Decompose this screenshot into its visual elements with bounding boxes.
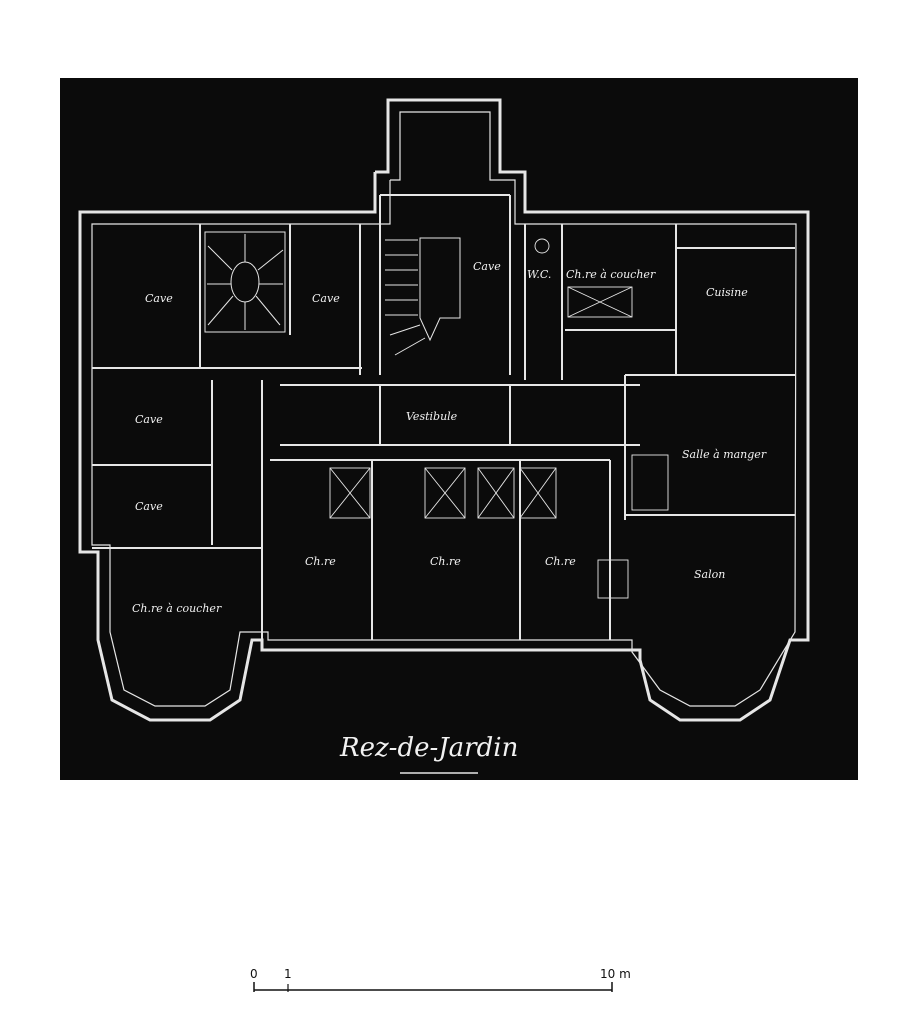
scale-label-10: 10 m — [600, 967, 631, 981]
partitions — [92, 194, 795, 640]
room-label-cuisine: Cuisine — [706, 286, 748, 299]
room-label-salon: Salon — [694, 568, 725, 581]
room-label-cave: Cave — [473, 260, 501, 273]
scale-bar: 0 1 10 m — [250, 967, 631, 992]
plan-background — [60, 78, 858, 780]
room-label-chambre: Ch.re — [305, 555, 336, 568]
spiral-staircase — [204, 231, 286, 333]
room-label-chambre: Ch.re — [430, 555, 461, 568]
room-label-cave: Cave — [135, 500, 163, 513]
room-label-chambre-a-coucher: Ch.re à coucher — [566, 268, 656, 281]
room-label-cave: Cave — [145, 292, 173, 305]
crossed-boxes — [329, 238, 669, 599]
scale-label-0: 0 — [250, 967, 258, 981]
room-label-chambre: Ch.re — [545, 555, 576, 568]
inner-outline — [91, 111, 797, 707]
outer-walls — [78, 98, 810, 722]
room-label-vestibule: Vestibule — [406, 410, 458, 423]
room-label-salle-a-manger: Salle à manger — [682, 448, 767, 461]
room-label-cave: Cave — [135, 413, 163, 426]
plan-title: Rez-de-Jardin — [339, 733, 518, 763]
room-label-wc: W.C. — [527, 268, 551, 281]
room-label-cave: Cave — [312, 292, 340, 305]
room-label-chambre-a-coucher: Ch.re à coucher — [132, 602, 222, 615]
main-staircase — [385, 237, 461, 356]
scale-label-1: 1 — [284, 967, 292, 981]
